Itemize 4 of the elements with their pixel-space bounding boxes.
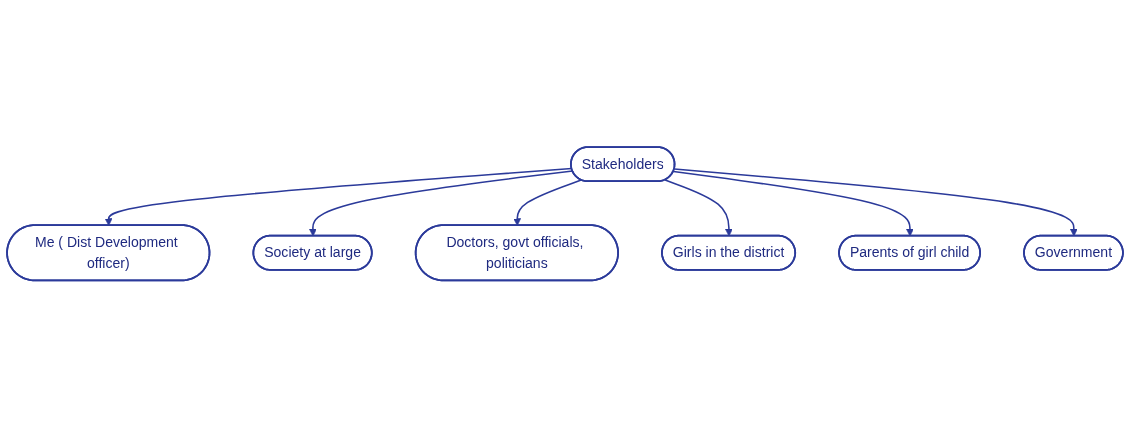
arrow [672, 170, 914, 237]
arrow [664, 179, 733, 237]
arrow [673, 168, 1078, 237]
arrow [513, 179, 582, 226]
